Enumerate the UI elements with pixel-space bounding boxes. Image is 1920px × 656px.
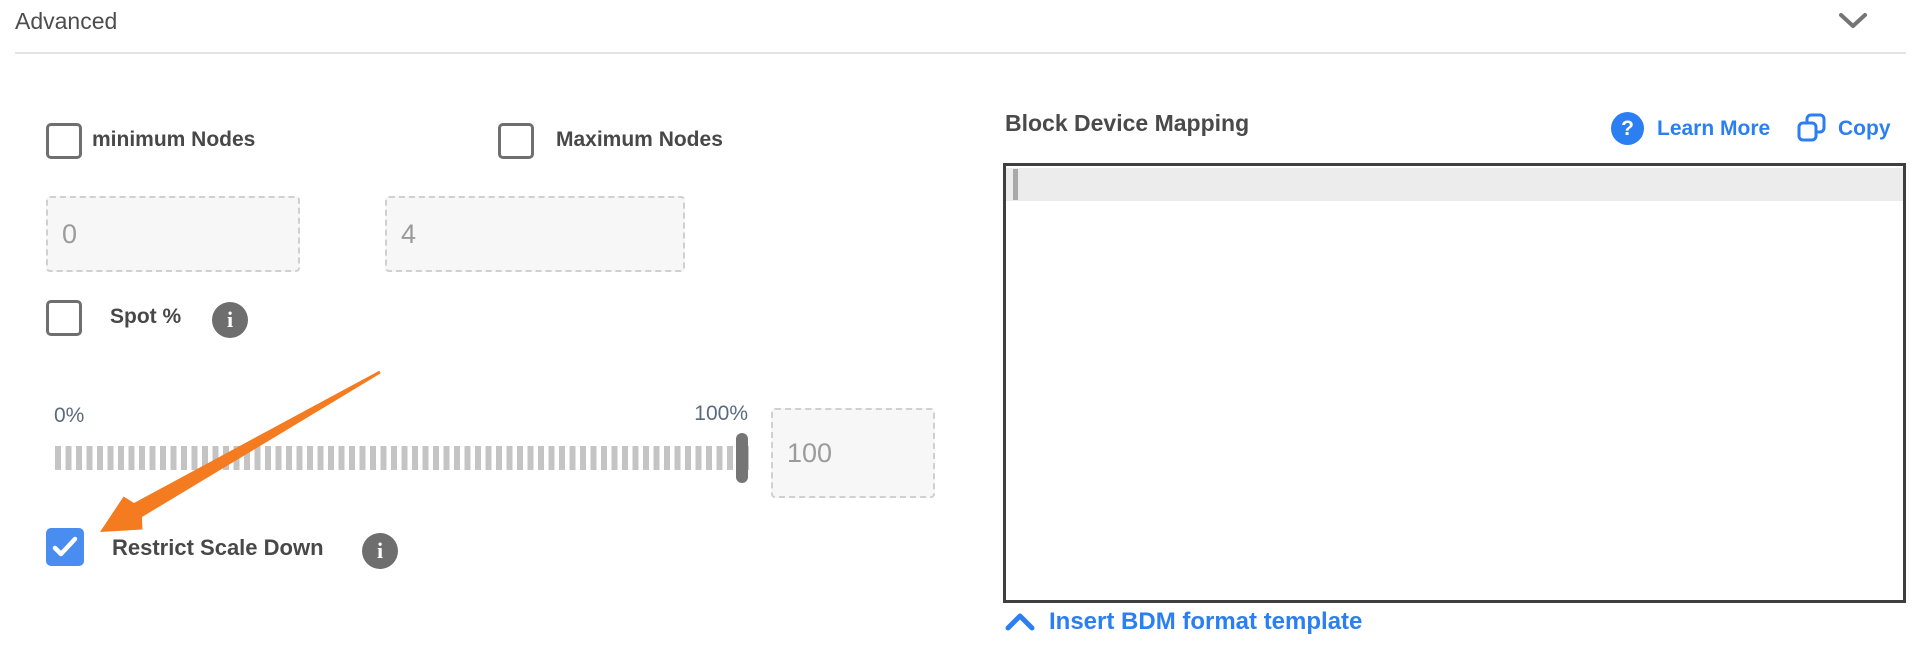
spot-percent-input[interactable]: 100 bbox=[771, 408, 935, 498]
question-glyph: ? bbox=[1621, 116, 1634, 140]
minimum-nodes-input[interactable]: 0 bbox=[46, 196, 300, 272]
spot-percent-value: 100 bbox=[787, 437, 833, 468]
chevron-down-icon[interactable] bbox=[1839, 12, 1867, 30]
minimum-nodes-label: minimum Nodes bbox=[92, 128, 256, 151]
maximum-nodes-input[interactable]: 4 bbox=[385, 196, 685, 272]
spot-info-icon[interactable]: i bbox=[212, 302, 248, 338]
learn-more-label: Learn More bbox=[1657, 116, 1771, 140]
editor-active-line bbox=[1006, 168, 1903, 201]
copy-label: Copy bbox=[1838, 116, 1891, 140]
restrict-scale-down-info-icon[interactable]: i bbox=[362, 533, 398, 569]
checkmark-icon bbox=[52, 536, 78, 557]
insert-bdm-template-link[interactable]: Insert BDM format template bbox=[1005, 608, 1362, 636]
slider-handle[interactable] bbox=[736, 433, 748, 483]
spot-percent-slider[interactable] bbox=[55, 446, 749, 470]
info-glyph: i bbox=[226, 307, 234, 332]
maximum-nodes-value: 4 bbox=[401, 218, 417, 249]
info-glyph: i bbox=[376, 538, 384, 563]
spot-percent-label: Spot % bbox=[110, 305, 182, 328]
section-title: Advanced bbox=[15, 8, 118, 34]
maximum-nodes-label: Maximum Nodes bbox=[556, 128, 723, 151]
section-divider bbox=[15, 52, 1906, 54]
minimum-nodes-value: 0 bbox=[62, 218, 78, 249]
restrict-scale-down-label: Restrict Scale Down bbox=[112, 535, 324, 560]
copy-button[interactable]: Copy bbox=[1796, 112, 1891, 145]
minimum-nodes-checkbox[interactable] bbox=[46, 123, 82, 159]
insert-bdm-template-label: Insert BDM format template bbox=[1049, 608, 1363, 635]
question-icon: ? bbox=[1611, 112, 1644, 145]
copy-icon bbox=[1797, 113, 1826, 142]
bdm-editor[interactable] bbox=[1003, 163, 1906, 603]
slider-max-label: 100% bbox=[694, 402, 748, 425]
bdm-title: Block Device Mapping bbox=[1005, 110, 1250, 136]
editor-caret bbox=[1013, 169, 1018, 200]
restrict-scale-down-checkbox[interactable] bbox=[46, 528, 84, 566]
spot-percent-checkbox[interactable] bbox=[46, 300, 82, 336]
learn-more-link[interactable]: ? Learn More bbox=[1611, 112, 1770, 145]
maximum-nodes-checkbox[interactable] bbox=[498, 123, 534, 159]
chevron-up-icon bbox=[1005, 613, 1035, 631]
slider-min-label: 0% bbox=[54, 404, 85, 427]
